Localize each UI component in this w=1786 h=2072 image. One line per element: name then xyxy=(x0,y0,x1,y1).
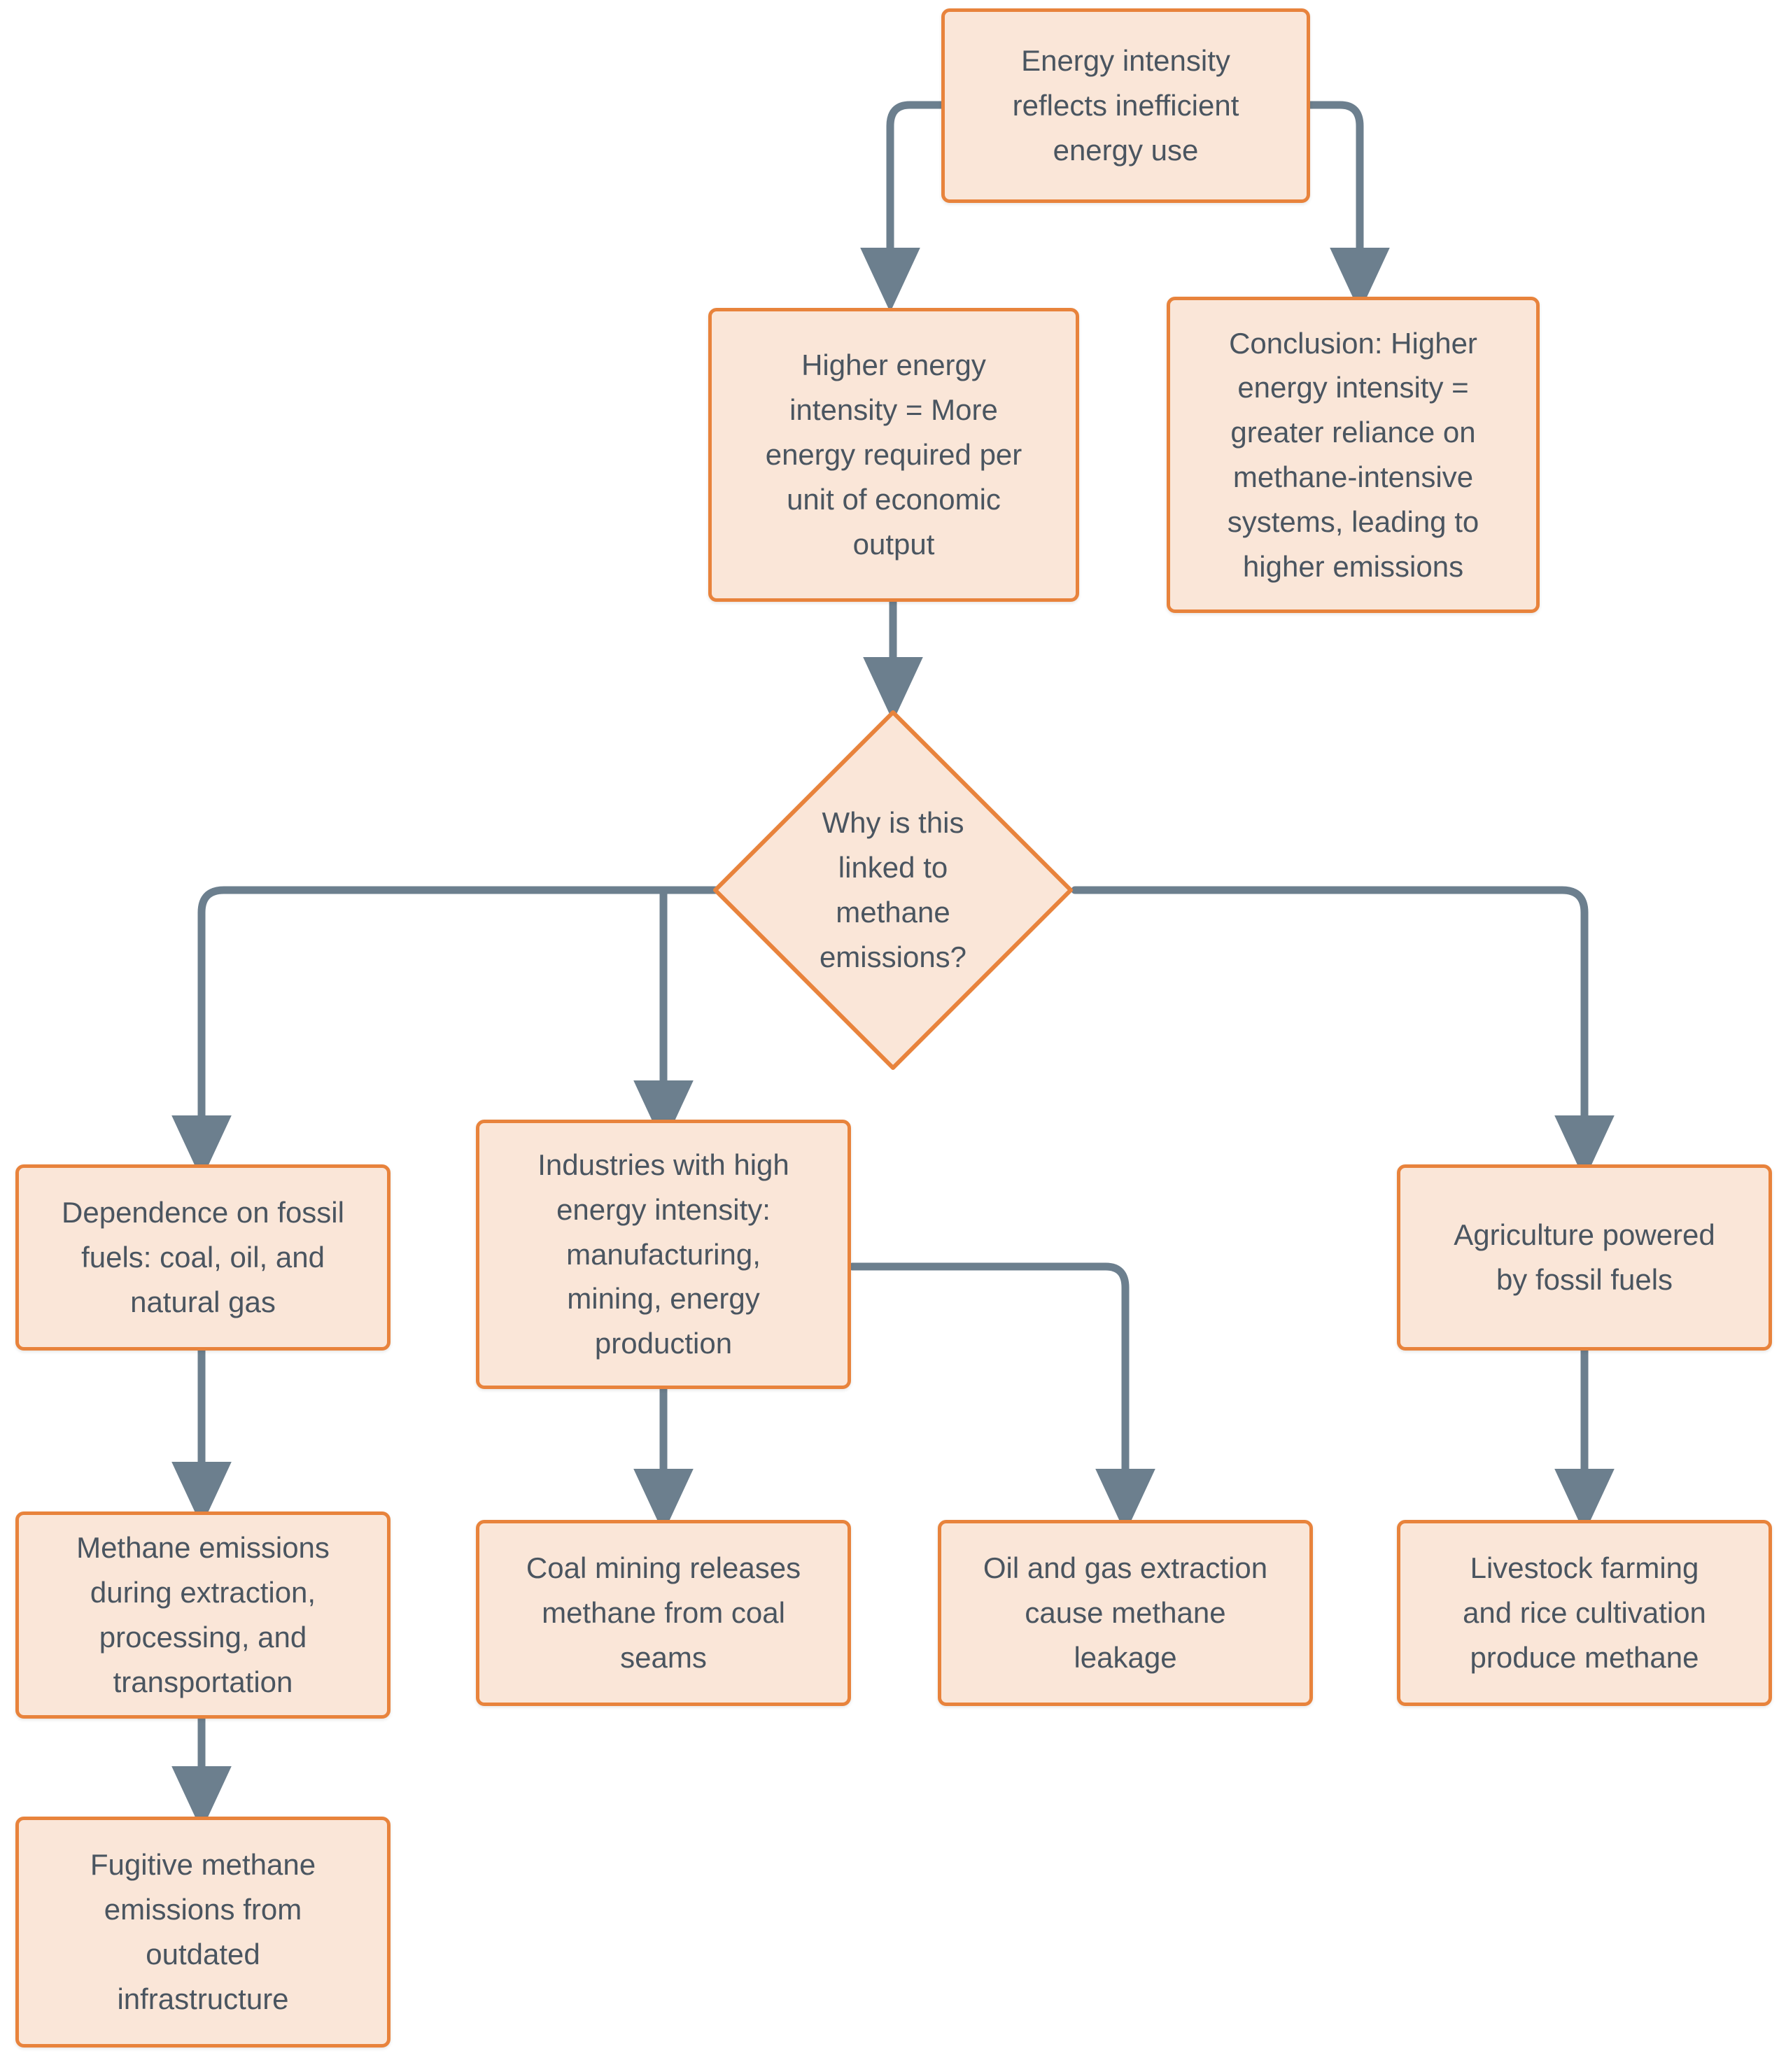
node-methane-emissions-extraction[interactable]: Methane emissions during extraction, pro… xyxy=(15,1511,391,1719)
node-label: Industries with high energy intensity: m… xyxy=(537,1148,789,1360)
node-label: Dependence on fossil fuels: coal, oil, a… xyxy=(62,1196,344,1318)
node-higher-energy-intensity[interactable]: Higher energy intensity = More energy re… xyxy=(708,308,1079,602)
node-oil-gas-extraction-leakage[interactable]: Oil and gas extraction cause methane lea… xyxy=(938,1520,1313,1706)
edge-n6-n10 xyxy=(848,1262,1155,1534)
node-fugitive-methane-outdated-infrastructure[interactable]: Fugitive methane emissions from outdated… xyxy=(15,1817,391,2048)
edge-n4-n5 xyxy=(171,886,725,1181)
node-label: Higher energy intensity = More energy re… xyxy=(765,348,1022,561)
node-livestock-rice-produce-methane[interactable]: Livestock farming and rice cultivation p… xyxy=(1397,1520,1772,1706)
node-label: Energy intensity reflects inefficient en… xyxy=(1012,44,1239,167)
node-energy-intensity-reflects[interactable]: Energy intensity reflects inefficient en… xyxy=(941,8,1310,203)
node-conclusion[interactable]: Conclusion: Higher energy intensity = gr… xyxy=(1167,297,1540,613)
diamond-shape xyxy=(713,710,1073,1070)
edge-n4-n6 xyxy=(633,886,715,1146)
node-why-linked-to-methane[interactable]: Why is this linked to methane emissions? xyxy=(711,708,1075,1072)
edge-n1-n2 xyxy=(860,101,945,313)
node-label: Coal mining releases methane from coal s… xyxy=(526,1551,801,1674)
node-coal-mining-releases-methane[interactable]: Coal mining releases methane from coal s… xyxy=(476,1520,851,1706)
node-label: Methane emissions during extraction, pro… xyxy=(76,1531,330,1698)
node-label: Livestock farming and rice cultivation p… xyxy=(1463,1551,1706,1674)
edge-n4-n7 xyxy=(1071,886,1615,1181)
node-label: Agriculture powered by fossil fuels xyxy=(1454,1218,1715,1296)
node-label: Conclusion: Higher energy intensity = gr… xyxy=(1227,326,1479,583)
edge-n1-n3 xyxy=(1305,101,1390,313)
node-label: Oil and gas extraction cause methane lea… xyxy=(983,1551,1268,1674)
node-industries-high-energy-intensity[interactable]: Industries with high energy intensity: m… xyxy=(476,1120,851,1389)
node-label: Fugitive methane emissions from outdated… xyxy=(90,1848,316,2015)
node-dependence-fossil-fuels[interactable]: Dependence on fossil fuels: coal, oil, a… xyxy=(15,1164,391,1351)
node-label: Why is this linked to methane emissions? xyxy=(819,806,967,973)
node-agriculture-powered-fossil-fuels[interactable]: Agriculture powered by fossil fuels xyxy=(1397,1164,1772,1351)
